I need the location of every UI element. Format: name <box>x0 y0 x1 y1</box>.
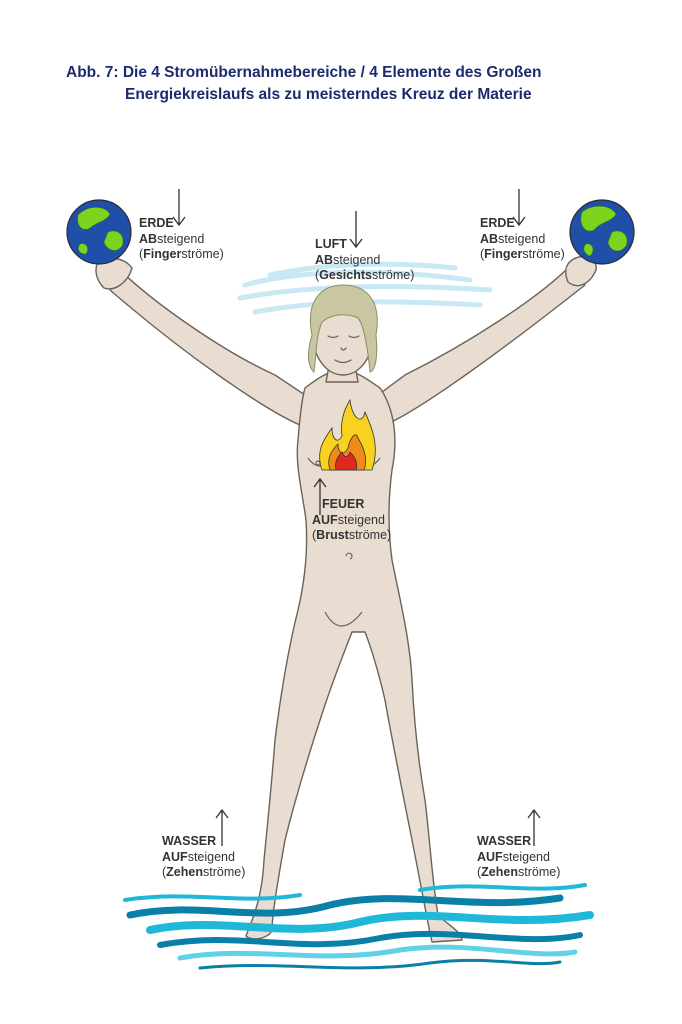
label-luft: LUFT ABsteigend (Gesichtsströme) <box>315 237 415 282</box>
element-name: ERDE <box>139 216 174 230</box>
torso-legs <box>245 369 463 943</box>
arrow-down-icon <box>349 211 363 249</box>
direction-rest: steigend <box>337 512 385 527</box>
element-name: FEUER <box>322 497 365 511</box>
direction-bold: AB <box>139 231 158 246</box>
fire-icon <box>319 398 376 471</box>
direction-bold: AB <box>480 231 499 246</box>
figure-title-line1: Abb. 7: Die 4 Stromübernahmebereiche / 4… <box>66 64 542 81</box>
direction-rest: steigend <box>187 849 235 864</box>
earth-left-icon <box>66 199 132 265</box>
element-name: ERDE <box>480 216 515 230</box>
direction-bold: AUF <box>477 849 503 864</box>
label-erde-left: ERDE ABsteigend (Fingerströme) <box>139 216 224 261</box>
arrow-up-icon <box>313 477 327 515</box>
human-figure <box>95 255 597 943</box>
direction-bold: AUF <box>162 849 188 864</box>
stream-rest: ströme <box>202 865 242 879</box>
stream-rest: ströme <box>371 268 411 282</box>
direction-bold: AUF <box>312 512 338 527</box>
label-erde-right: ERDE ABsteigend (Fingerströme) <box>480 216 565 261</box>
stream-bold: Finger <box>484 247 523 261</box>
earth-right-icon <box>569 199 635 265</box>
label-wasser-right: WASSER AUFsteigend (Zehenströme) <box>477 834 561 879</box>
stream-rest: ströme <box>181 247 220 261</box>
direction-rest: steigend <box>157 231 205 246</box>
stream-bold: Gesichts <box>319 268 372 282</box>
stream-bold: Zehen <box>481 865 518 879</box>
direction-rest: steigend <box>333 252 381 267</box>
arrow-down-icon <box>172 189 186 227</box>
arrow-up-icon <box>527 808 541 846</box>
label-wasser-left: WASSER AUFsteigend (Zehenströme) <box>162 834 246 879</box>
stream-bold: Finger <box>143 247 182 261</box>
figure-title-line2: Energiekreislaufs als zu meisterndes Kre… <box>125 86 532 103</box>
arrow-up-icon <box>215 808 229 846</box>
hair <box>308 284 378 373</box>
direction-bold: AB <box>315 252 334 267</box>
stream-rest: ströme <box>522 247 561 261</box>
face <box>327 335 360 364</box>
stream-rest: ströme <box>348 528 388 542</box>
element-name: WASSER <box>162 834 217 848</box>
water-waves <box>123 883 594 970</box>
direction-rest: steigend <box>498 231 546 246</box>
element-name: LUFT <box>315 237 347 251</box>
stream-bold: Zehen <box>166 865 203 879</box>
label-feuer: FEUER AUFsteigend (Brustströme) <box>312 497 392 542</box>
arrow-down-icon <box>512 189 526 227</box>
element-name: WASSER <box>477 834 532 848</box>
direction-rest: steigend <box>502 849 550 864</box>
stream-rest: ströme <box>517 865 557 879</box>
stream-bold: Brust <box>316 528 349 542</box>
